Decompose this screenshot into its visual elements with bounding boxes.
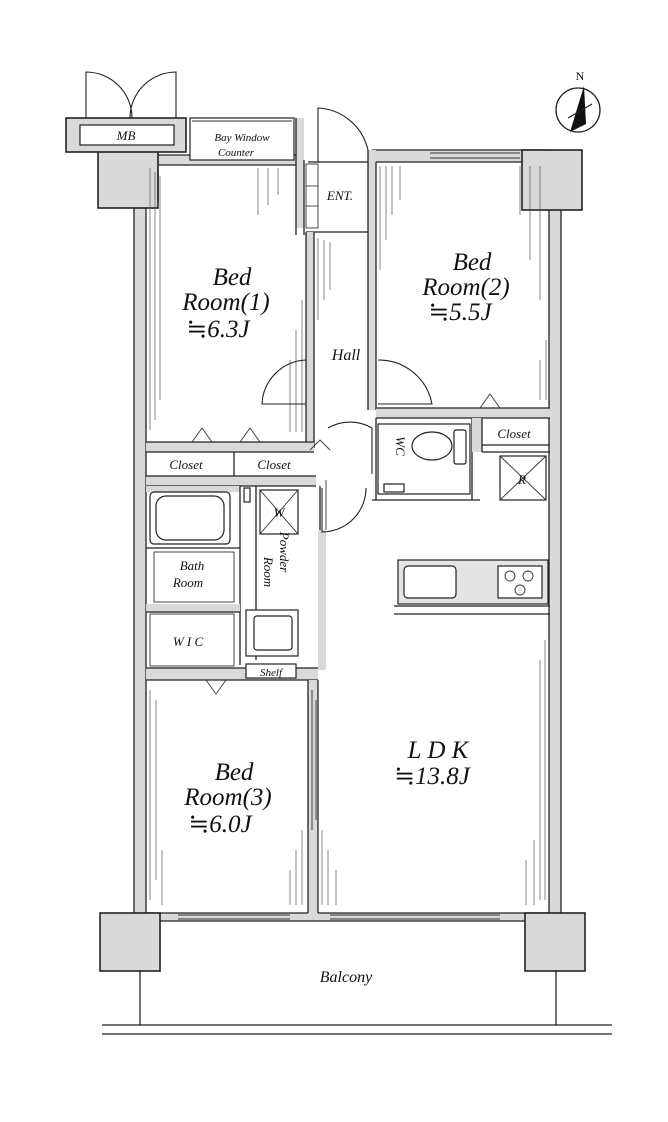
exterior-walls [133, 149, 562, 925]
bedroom3-label: Bed [215, 759, 254, 786]
fixtures [149, 423, 549, 679]
bedroom2-label-2: Room(2) [421, 274, 509, 301]
shelf-label: Shelf [260, 667, 284, 679]
bedroom2-label: Bed [453, 249, 492, 276]
windows [178, 152, 520, 920]
closet-right-label: Closet [497, 426, 531, 441]
meter-box [65, 71, 187, 202]
refrigerator-label: R [517, 472, 526, 487]
washer-label: W [274, 505, 286, 520]
entrance-label: ENT. [326, 188, 353, 203]
room-labels: MB Bay Window Counter ENT. Bed Room(1) ≒… [116, 128, 531, 986]
wic-label: W I C [173, 634, 204, 649]
bedroom3-size: ≒6.0J [188, 811, 253, 838]
bedroom1-label: Bed [213, 264, 252, 291]
bath-label: Bath [180, 558, 205, 573]
doors [191, 359, 501, 830]
balcony-label: Balcony [320, 969, 373, 986]
closet-left2-label: Closet [257, 457, 291, 472]
bay-window-counter [189, 117, 295, 161]
bedroom1-label-2: Room(1) [181, 289, 269, 316]
mb-label: MB [116, 128, 136, 143]
balcony [102, 971, 612, 1035]
counter-label: Counter [218, 147, 255, 159]
columns [97, 149, 586, 972]
wall-hatching [149, 166, 549, 905]
compass-label: N [576, 69, 585, 83]
bath-label-2: Room [172, 575, 203, 590]
powder-room-label: Powder [277, 531, 292, 573]
bedroom1-size: ≒6.3J [186, 316, 251, 343]
bedroom3-label-2: Room(3) [183, 784, 271, 811]
wc-label: WC [393, 436, 408, 456]
ldk-label: L D K [407, 737, 470, 764]
entrance [295, 107, 377, 410]
ldk-size: ≒13.8J [394, 763, 472, 790]
hall-label: Hall [331, 347, 361, 364]
bay-window-label: Bay Window [214, 132, 270, 144]
north-compass-icon: N [555, 69, 601, 133]
closet-left1-label: Closet [169, 457, 203, 472]
powder-room-label-2: Room [261, 556, 276, 587]
bedroom2-size: ≒5.5J [428, 299, 493, 326]
